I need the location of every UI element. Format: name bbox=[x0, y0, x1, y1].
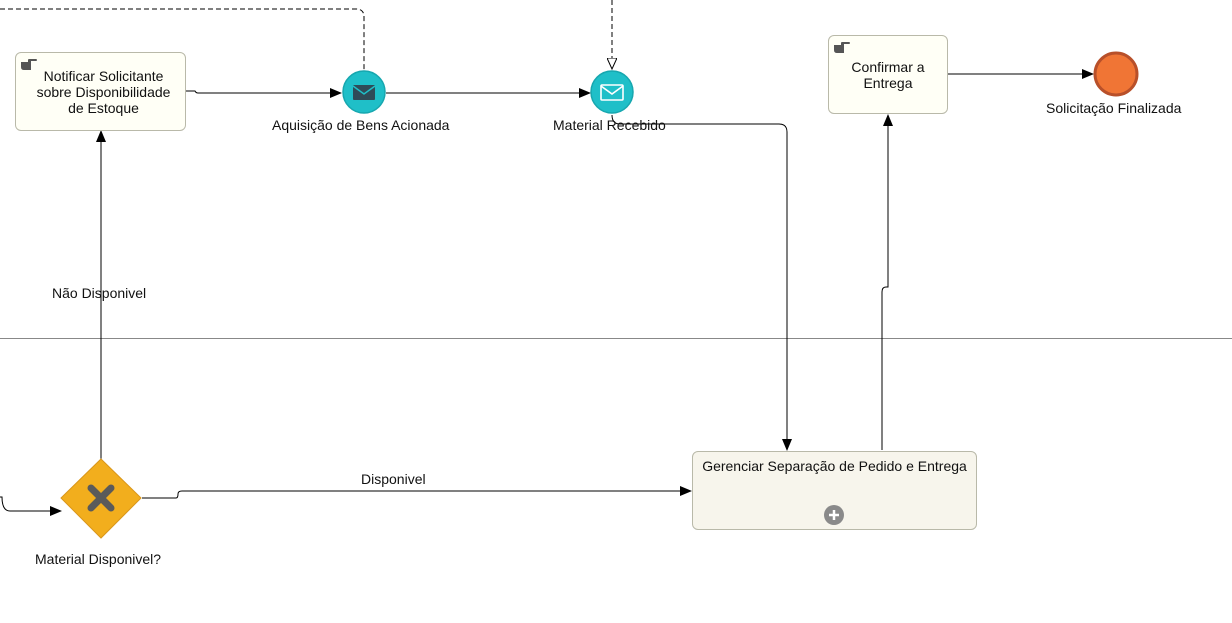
task-confirm-label: Confirmar a Entrega bbox=[851, 58, 925, 91]
subprocess-manage-label: Gerenciar Separação de Pedido e Entrega bbox=[702, 458, 967, 474]
pointing-hand-icon bbox=[834, 42, 850, 53]
flow-unavailable-label: Não Disponivel bbox=[52, 285, 147, 301]
plus-icon[interactable] bbox=[824, 505, 844, 525]
end-event-label: Solicitação Finalizada bbox=[1046, 100, 1182, 116]
acquisition-message-event[interactable] bbox=[342, 70, 386, 114]
subprocess-manage-delivery[interactable]: Gerenciar Separação de Pedido e Entrega bbox=[692, 451, 977, 530]
flow-into-gateway[interactable] bbox=[0, 496, 62, 516]
flow-notify-to-acquisition[interactable] bbox=[186, 88, 342, 98]
envelope-icon bbox=[352, 85, 376, 100]
received-event-label: Material Recebido bbox=[553, 117, 666, 133]
envelope-icon bbox=[600, 84, 624, 101]
flow-available-label: Disponivel bbox=[361, 471, 426, 487]
flow-manage-to-confirm[interactable] bbox=[881, 114, 893, 450]
task-confirm-delivery[interactable]: Confirmar a Entrega bbox=[828, 35, 948, 114]
task-notify-label: Notificar Solicitante sobre Disponibilid… bbox=[36, 67, 171, 116]
end-event[interactable] bbox=[1093, 51, 1139, 97]
acquisition-event-label: Aquisição de Bens Acionada bbox=[272, 117, 450, 133]
flow-received-to-manage[interactable] bbox=[611, 114, 792, 451]
exclusive-gateway[interactable] bbox=[60, 458, 142, 539]
gateway-label: Material Disponivel? bbox=[35, 551, 162, 567]
received-message-event[interactable] bbox=[590, 70, 634, 114]
pointing-hand-icon bbox=[21, 59, 37, 70]
task-notify-requester[interactable]: Notificar Solicitante sobre Disponibilid… bbox=[15, 52, 186, 131]
x-mark-icon bbox=[87, 484, 115, 512]
flow-gateway-to-manage[interactable] bbox=[142, 486, 692, 499]
message-flow-to-acquisition[interactable] bbox=[0, 8, 365, 70]
